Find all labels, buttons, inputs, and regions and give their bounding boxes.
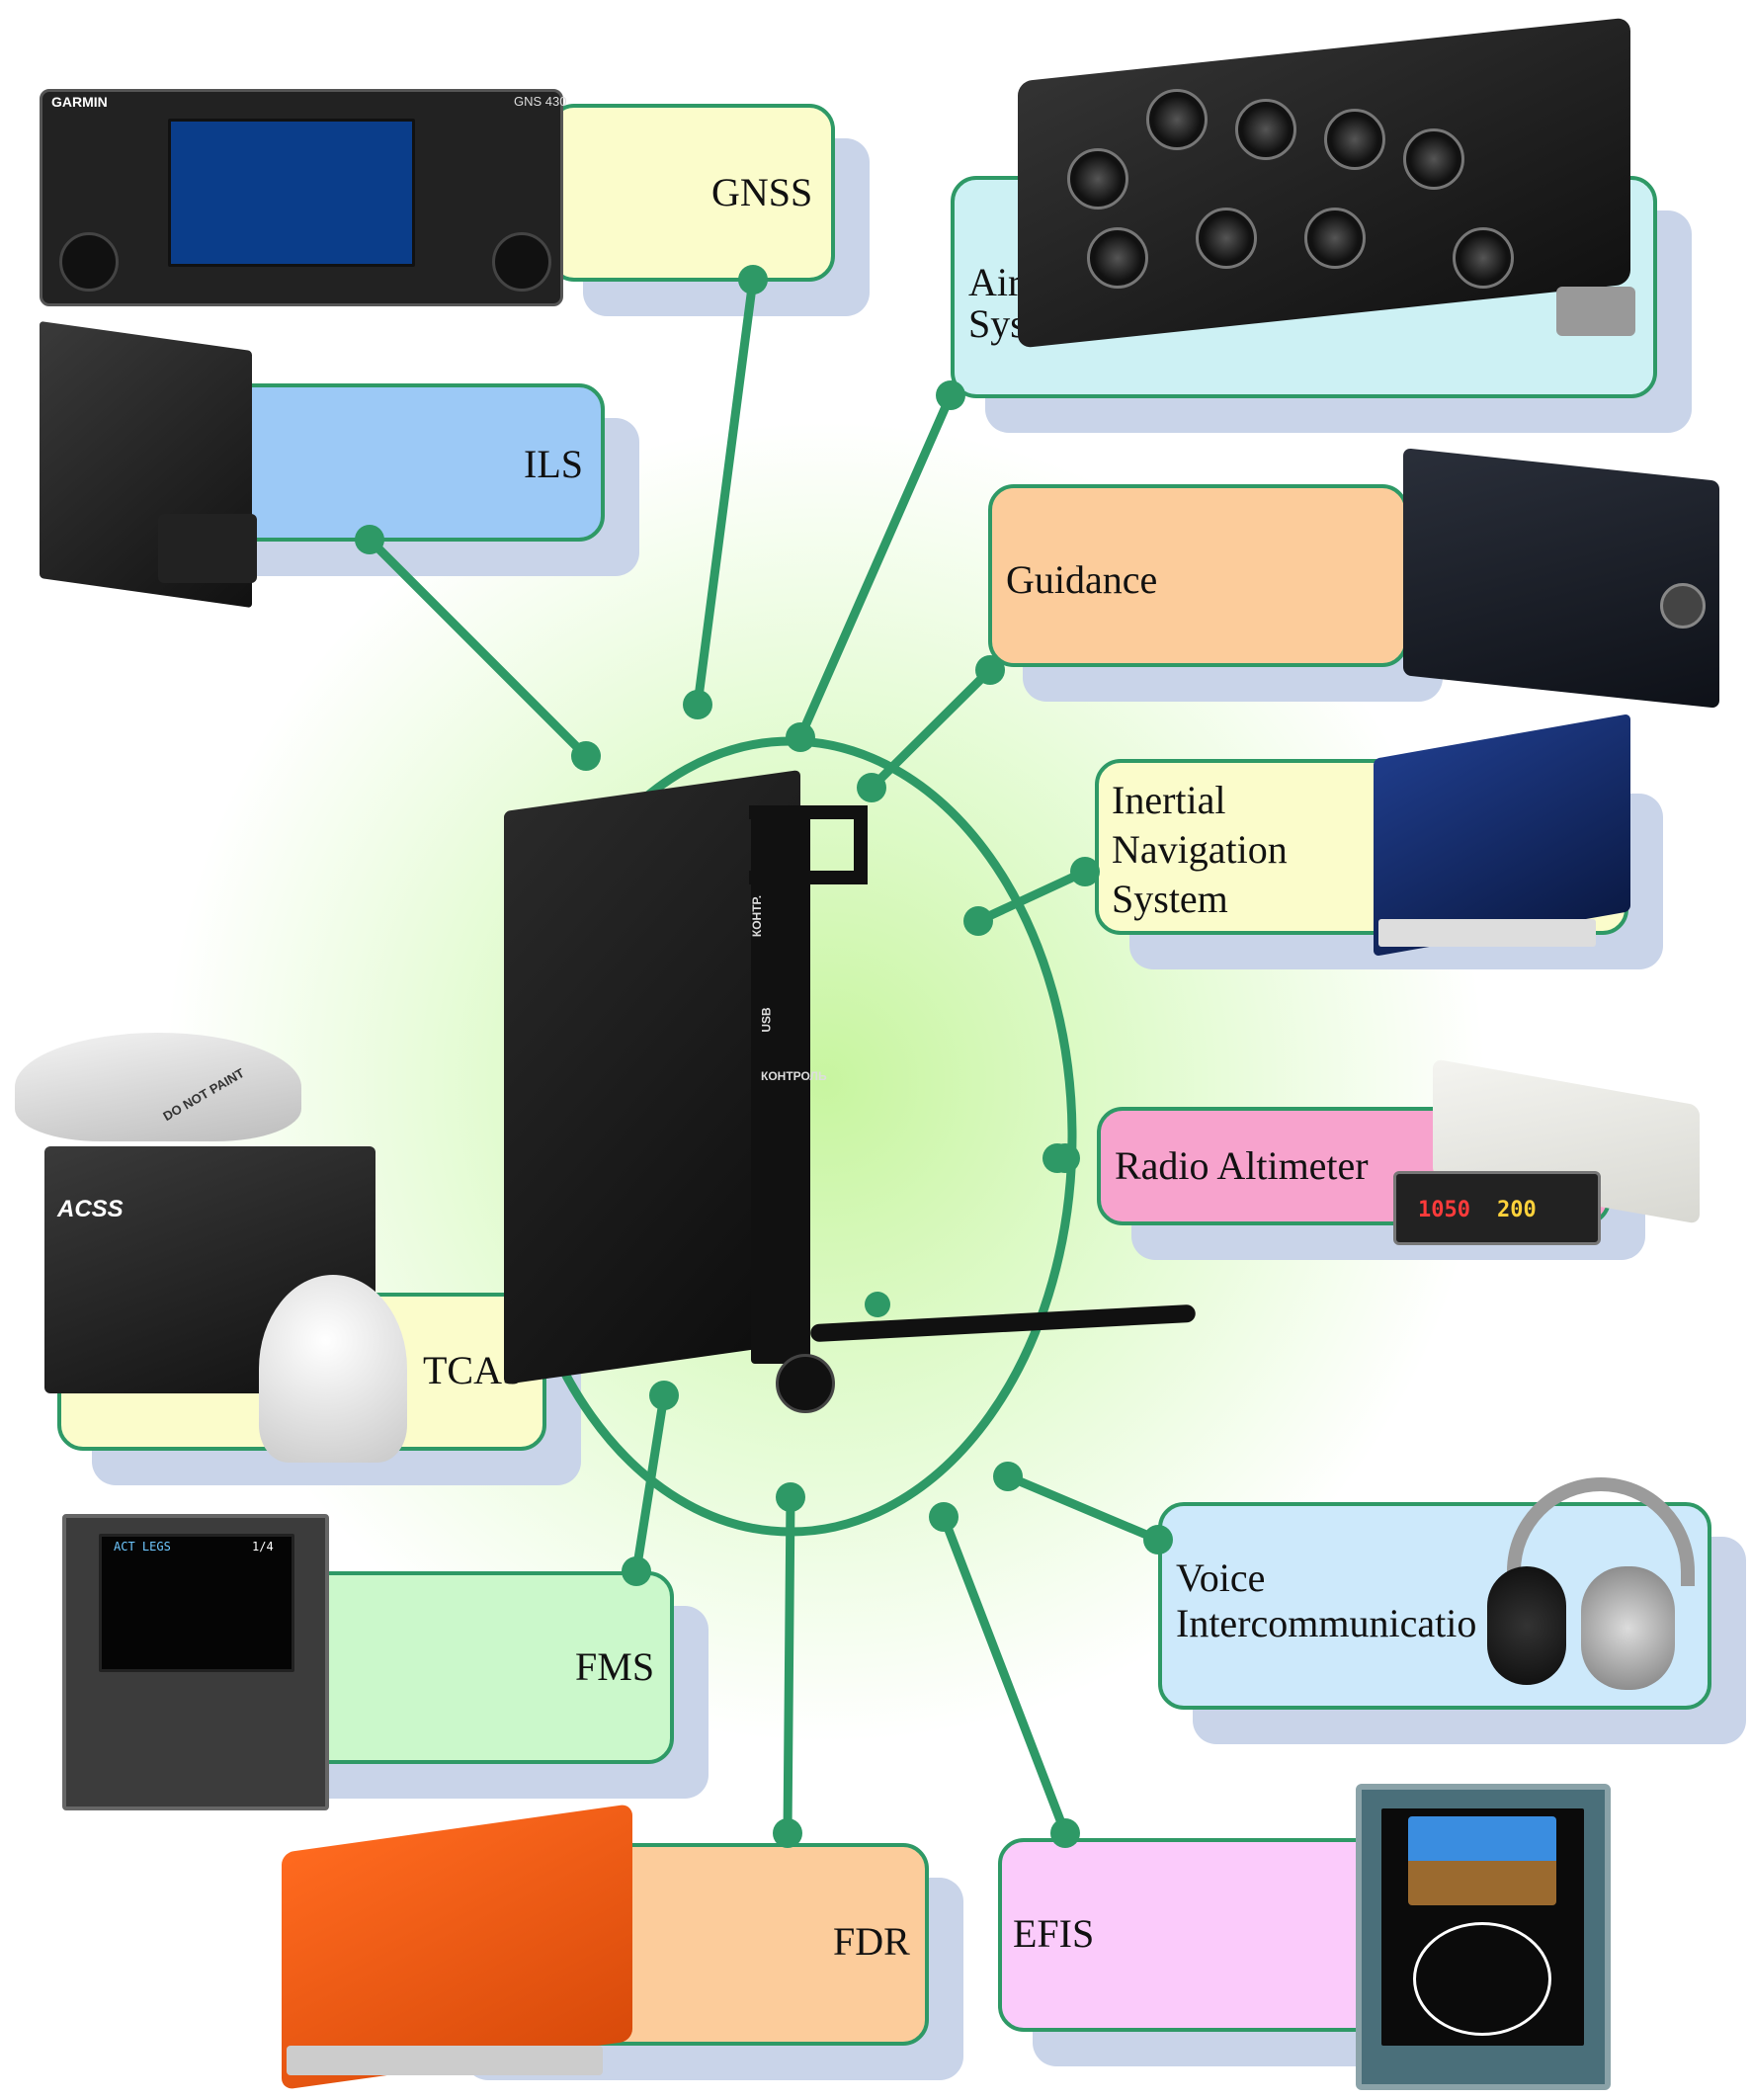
ring-dot: [865, 1292, 890, 1317]
voice-ring-dot: [993, 1462, 1023, 1491]
radio-alt-label-line: Radio Altimeter: [1115, 1143, 1369, 1188]
gnss-ring-dot: [683, 690, 712, 719]
air-data-gauge: [1453, 227, 1514, 289]
ins-label-line: Inertial: [1112, 778, 1226, 822]
tcas-radome-image: [15, 1033, 301, 1141]
fms-screen-page: 1/4: [252, 1540, 274, 1554]
gnss-model: GNS 430: [514, 94, 567, 109]
fms-ring-dot: [649, 1381, 679, 1410]
air-data-gauge: [1087, 227, 1148, 289]
air-data-ring-dot: [786, 722, 815, 752]
air-data-gauge: [1235, 99, 1296, 160]
guidance-label-line: Guidance: [1006, 557, 1158, 602]
ins-ring-dot: [963, 906, 993, 936]
air-data-connector: [795, 390, 956, 742]
voice-label-line: Voice: [1176, 1555, 1266, 1600]
radio-alt-box-dot: [1042, 1143, 1072, 1173]
fdr-label-line: FDR: [833, 1919, 910, 1964]
central-usb-label: USB: [759, 1007, 774, 1033]
voice-box-dot: [1143, 1525, 1173, 1554]
gnss-box-dot: [738, 265, 768, 294]
central-kontr-label: КОНТР.: [750, 894, 765, 938]
fdr-label: FDR: [833, 1917, 910, 1967]
radio-alt-readout-right: 200: [1497, 1198, 1537, 1222]
fms-screen-title: ACT LEGS: [114, 1540, 171, 1554]
ins-label-line: Navigation: [1112, 827, 1288, 872]
fms-box-dot: [622, 1556, 651, 1586]
ils-connector: [158, 514, 257, 583]
guidance-box: [988, 484, 1408, 667]
efis-ring-dot: [929, 1502, 959, 1532]
efis-attitude: [1408, 1816, 1556, 1905]
fdr-base: [287, 2046, 603, 2075]
gnss-brand: GARMIN: [51, 94, 108, 110]
fms-label: FMS: [575, 1642, 654, 1692]
voice-label-line: Intercommunicatio: [1176, 1601, 1477, 1645]
ins-box-dot: [1070, 857, 1100, 886]
gnss-knob-left: [59, 232, 119, 292]
tcas-antenna-image: [259, 1275, 407, 1463]
ins-connector: [973, 867, 1090, 926]
efis-connector: [939, 1512, 1070, 1838]
gnss-connector: [693, 275, 758, 710]
efis-box-dot: [1050, 1818, 1080, 1848]
tcas-brand: ACSS: [57, 1196, 124, 1222]
fms-connector: [631, 1390, 669, 1576]
gnss-label: GNSS: [711, 168, 812, 217]
fdr-connector: [783, 1492, 795, 1838]
guidance-label: Guidance: [1006, 555, 1157, 605]
air-data-gauge: [1067, 148, 1128, 210]
guidance-box-dot: [975, 655, 1005, 685]
central-kontrol-label: КОНТРОЛЬ: [761, 1069, 827, 1083]
air-data-bracket: [1556, 287, 1635, 336]
guidance-connector: [867, 665, 995, 793]
central-knob: [776, 1354, 835, 1413]
fms-screen: [99, 1534, 294, 1672]
efis-label: EFIS: [1013, 1909, 1094, 1959]
air-data-gauge: [1304, 208, 1366, 269]
gnss-knob-right: [492, 232, 551, 292]
fdr-box-dot: [773, 1818, 802, 1848]
central-handle: [749, 805, 868, 884]
headphones-cup-left: [1487, 1566, 1566, 1685]
air-data-gauge: [1196, 208, 1257, 269]
air-data-gauge: [1324, 109, 1385, 170]
guidance-unit-image: [1403, 448, 1719, 709]
radio-alt-label: Radio Altimeter: [1115, 1141, 1369, 1191]
fdr-ring-dot: [776, 1482, 805, 1512]
air-data-box-dot: [936, 380, 965, 410]
radio-alt-readout-left: 1050: [1418, 1198, 1470, 1222]
ils-ring-dot: [571, 741, 601, 771]
central-front-panel: [751, 810, 810, 1364]
voice-connector: [1003, 1471, 1163, 1545]
guidance-round-connector: [1660, 583, 1706, 629]
radio-alt-indicator-image: [1393, 1171, 1601, 1245]
ils-label: ILS: [524, 440, 583, 489]
efis-compass: [1413, 1922, 1551, 2036]
efis-label-line: EFIS: [1013, 1911, 1095, 1956]
fms-label-line: FMS: [575, 1644, 655, 1689]
guidance-ring-dot: [857, 773, 886, 802]
gnss-screen: [168, 119, 415, 267]
gnss-label-line: GNSS: [711, 170, 813, 214]
ils-connector: [365, 535, 591, 761]
air-data-gauge: [1403, 128, 1464, 190]
ins-base: [1378, 919, 1596, 947]
headphones-cup-right: [1581, 1566, 1675, 1690]
air-data-gauge: [1146, 89, 1208, 150]
ins-label-line: System: [1112, 877, 1228, 921]
ils-box-dot: [355, 525, 384, 554]
ils-label-line: ILS: [524, 442, 583, 486]
